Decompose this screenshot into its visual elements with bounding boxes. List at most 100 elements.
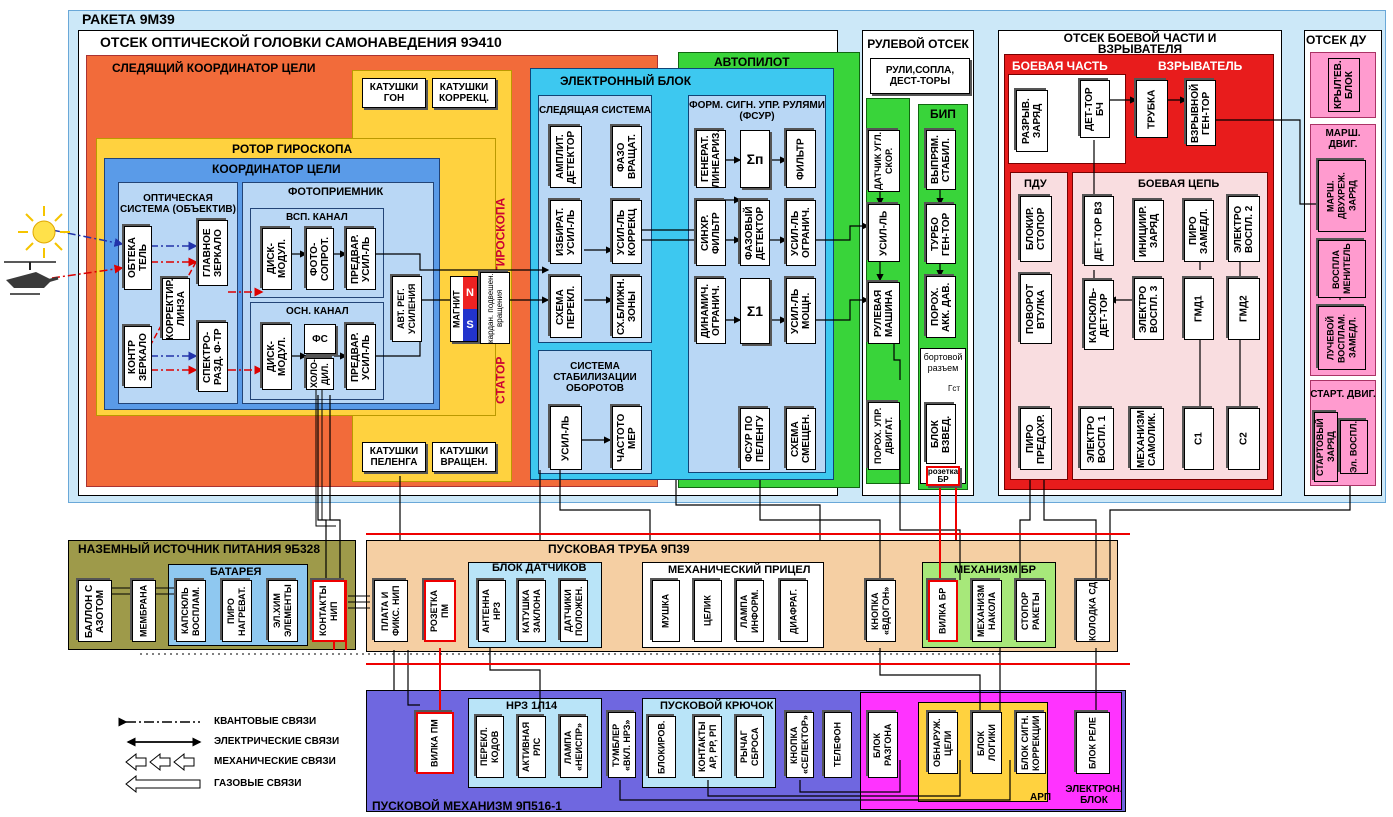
steering-title: РУЛЕВОЙ ОТСЕК <box>867 36 969 51</box>
relay-block: БЛОК РЕЛЕ <box>1076 712 1110 774</box>
electro-igniter-3: ЭЛЕКТРО ВОСПЛ. 3 <box>1134 278 1164 340</box>
tracking-coordinator-title: СЛЕДЯЩИЙ КООРДИНАТОР ЦЕЛИ <box>112 61 316 75</box>
missile-stopper: СТОПОР РАКЕТЫ <box>1016 580 1046 642</box>
dynamic-limiter: ДИНАМИЧ. ОГРАНИЧ. <box>696 278 726 344</box>
electron-block-title: ЭЛЕКТРОН. БЛОК <box>1065 784 1123 806</box>
agc-block: АВТ. РЕГ. УСИЛЕНИЯ <box>392 276 422 342</box>
phase-detector: ФАЗОВЫЙ ДЕТЕКТОР <box>740 200 770 266</box>
filter-block: ФИЛЬТР <box>786 130 816 188</box>
near-zone-circuit: СХ.БЛИЖН. ЗОНЫ <box>612 276 642 338</box>
warhead-compartment-title: ОТСЕК БОЕВОЙ ЧАСТИ И ВЗРЫВАТЕЛЯ <box>1063 31 1217 56</box>
electro-igniter-1: ЭЛЕКТРО ВОСПЛ. 1 <box>1080 408 1114 470</box>
nitrogen-cylinder: БАЛЛОН С АЗОТОМ <box>78 580 112 642</box>
linearization-generator: ГЕНЕРАТ. ЛИНЕАРИЗ. <box>696 130 726 188</box>
limiting-amp: УСИЛ-ЛЬ ОГРАНИЧ. <box>786 200 816 266</box>
missile-title: РАКЕТА 9М39 <box>82 11 175 27</box>
telephone-block: ТЕЛЕФОН <box>824 712 852 778</box>
nrz-toggle: ТУМБЛЕР «ВКЛ. НРЗ» <box>608 712 636 778</box>
launch-tube-title: ПУСКОВАЯ ТРУБА 9П39 <box>548 542 690 556</box>
nrz-antenna: АНТЕННА НРЗ <box>478 580 506 642</box>
sync-filter: СИНХР. ФИЛЬТР <box>696 200 726 266</box>
coils-correction: КАТУШКИ КОРРЕКЦ. <box>432 78 496 108</box>
initiating-charge: ИНИЦИИР. ЗАРЯД <box>1134 200 1164 262</box>
powder-accumulator: ПОРОХ. АКК. ДАВ. <box>926 276 956 338</box>
fault-lamp: ЛАМПА «НЕИСПР» <box>560 716 588 778</box>
sensor-block-title: БЛОК ДАТЧИКОВ <box>492 562 587 574</box>
c1-block: С1 <box>1184 408 1214 470</box>
legend-electrical: ЭЛЕКТРИЧЕСКИЕ СВЯЗИ <box>214 736 340 747</box>
nip-contacts: КОНТАКТЫ НИП <box>312 580 346 642</box>
combat-chain-title: БОЕВАЯ ЦЕПЬ <box>1138 178 1220 190</box>
fairing-block: ОБТЕКА ТЕЛЬ <box>124 226 152 290</box>
detonator-vz: ДЕТ-ТОР ВЗ <box>1084 196 1114 266</box>
pyro-delay: ПИРО ЗАМЕДЛ. <box>1184 200 1214 262</box>
cooler-block: ХОЛО- ДИЛ. <box>306 358 334 390</box>
nip-board: ПЛАТА И ФИКС. НИП <box>374 580 408 642</box>
correction-amp: УСИЛ-ЛЬ КОРРЕКЦ <box>612 200 642 264</box>
nrz-title: НРЗ 1Л14 <box>506 700 558 712</box>
disk-modulator-1: ДИСК- МОДУЛ. <box>262 228 292 290</box>
igniter-block: ВОСПЛА МЕНИТЕЛЬ <box>1318 240 1366 298</box>
spectral-filter-block: СПЕКТРО- РАЗД. Ф-ТР <box>198 322 228 392</box>
warhead-detonator: ДЕТ-ТОР БЧ <box>1080 80 1110 138</box>
helicopter-icon <box>4 261 59 295</box>
target-coordinator-title: КООРДИНАТОР ЦЕЛИ <box>212 162 341 176</box>
tilt-coil: КАТУШКА ЗАКЛОНА <box>518 580 546 642</box>
pursuit-button: КНОПКА «ВДОГОН» <box>866 580 896 642</box>
mech-br-title: МЕХАНИЗМ БР <box>954 564 1036 576</box>
march-charge: МАРШ. ДВУХРЕЖ. ЗАРЯД <box>1318 160 1366 232</box>
legend-mechanical: МЕХАНИЧЕСКИЕ СВЯЗИ <box>214 756 336 767</box>
electronic-block-title: ЭЛЕКТРОННЫЙ БЛОК <box>560 74 692 88</box>
coils-bearing: КАТУШКИ ПЕЛЕНГА <box>362 442 426 472</box>
gmd2-block: ГМД2 <box>1228 278 1260 340</box>
ray-igniter-delay: ЛУЧЕВОЙ ВОСПЛАМ. ЗАМЕДЛ. <box>1318 306 1366 370</box>
br-socket: розетка БР <box>926 466 960 486</box>
gyro-rotor-title: РОТОР ГИРОСКОПА <box>232 142 353 156</box>
rectifier-stabilizer: ВЫПРЯМ. СТАБИЛ. <box>926 130 956 190</box>
disk-modulator-2: ДИСК- МОДУЛ. <box>262 324 292 390</box>
speed-stab-title: СИСТЕМА СТАБИЛИЗАЦИИ ОБОРОТОВ <box>553 360 637 394</box>
stab-amplifier: УСИЛ-ЛЬ <box>550 406 582 470</box>
frequency-meter: ЧАСТОТО МЕР <box>612 406 642 470</box>
main-mirror-block: ГЛАВНОЕ ЗЕРКАЛО <box>198 220 228 286</box>
pm-socket: РОЗЕТКА ПМ <box>424 580 456 642</box>
reset-lever: РЫЧАГ СБРОСА <box>736 716 764 778</box>
switch-circuit: СХЕМА ПЕРЕКЛ. <box>550 276 582 338</box>
board-connector-title: бортовой разъем <box>923 352 963 373</box>
selective-amp: ИЗБИРАТ. УСИЛ-ЛЬ <box>550 200 582 264</box>
angular-rate-sensor: ДАТЧИК УГЛ. СКОР. <box>868 130 900 192</box>
phase-rotator: ФАЗО ВРАЩАТ. <box>612 126 642 188</box>
main-channel-title: ОСН. КАНАЛ <box>286 306 349 317</box>
gmd1-block: ГМД1 <box>1184 278 1214 340</box>
steering-amp: УСИЛ-ЛЬ <box>868 204 900 262</box>
wing-block: КРЫЛ'ЕВ. БЛОК <box>1328 58 1360 112</box>
target-detection: ОБНАРУЖ. ЦЕЛИ <box>928 712 958 774</box>
start-engine-title: СТАРТ. ДВИГ. <box>1310 388 1376 400</box>
capsule-igniter: КАПСЮЛЬ ВОСПЛАМ. <box>176 580 206 642</box>
trigger-title: ПУСКОВОЙ КРЮЧОК <box>660 700 774 712</box>
pm-plug: ВИЛКА ПМ <box>416 712 454 774</box>
legend-gas: ГАЗОВЫЕ СВЯЗИ <box>214 778 302 789</box>
capsule-detonator: КАПСЮЛЬ- ДЕТ-ТОР <box>1084 280 1114 350</box>
du-title: ОТСЕК ДУ <box>1306 33 1367 47</box>
bip-title: БИП <box>930 107 956 121</box>
contacts-ar-rr-rp: КОНТАКТЫ АР, РР, РП <box>694 716 722 778</box>
optical-system-title: ОПТИЧЕСКАЯ СИСТЕМА (ОБЪЕКТИВ) <box>120 193 236 215</box>
start-charge: СТАРТОВЫЙ ЗАРЯД <box>1314 412 1338 482</box>
aux-channel-title: ВСП. КАНАЛ <box>286 212 348 223</box>
pyro-heater: ПИРО НАГРЕВАТ. <box>222 580 252 642</box>
code-switch: ПЕРЕКЛ. КОДОВ <box>476 716 504 778</box>
blocking-block: БЛОКИРОВ. <box>648 716 676 778</box>
position-sensors: ДАТЧИКИ ПОЛОЖЕН. <box>560 580 588 642</box>
powder-control-engine: ПОРОХ. УПР. ДВИГАТ. <box>868 402 900 470</box>
preamp-1: ПРЕДВАР. УСИЛ-ЛЬ <box>346 228 376 290</box>
sigma-p-block: Σп <box>740 130 770 188</box>
photoresistor: ФОТО- СОПРОТ. <box>306 228 334 290</box>
br-plug: ВИЛКА БР <box>928 580 958 642</box>
power-amp: УСИЛ-ЛЬ МОЩН. <box>786 278 816 344</box>
turbo-generator: ТУРБО ГЕН-ТОР <box>926 204 956 264</box>
diaphragm: ДИАФРАГ. <box>780 580 808 642</box>
locking-stopper: БЛОКИР. СТОПОР <box>1020 196 1052 262</box>
electro-igniter-2: ЭЛЕКТРО ВОСПЛ. 2 <box>1228 196 1260 262</box>
correcting-lens-block: КОРРЕКТИР. ЛИНЗА <box>162 278 190 340</box>
